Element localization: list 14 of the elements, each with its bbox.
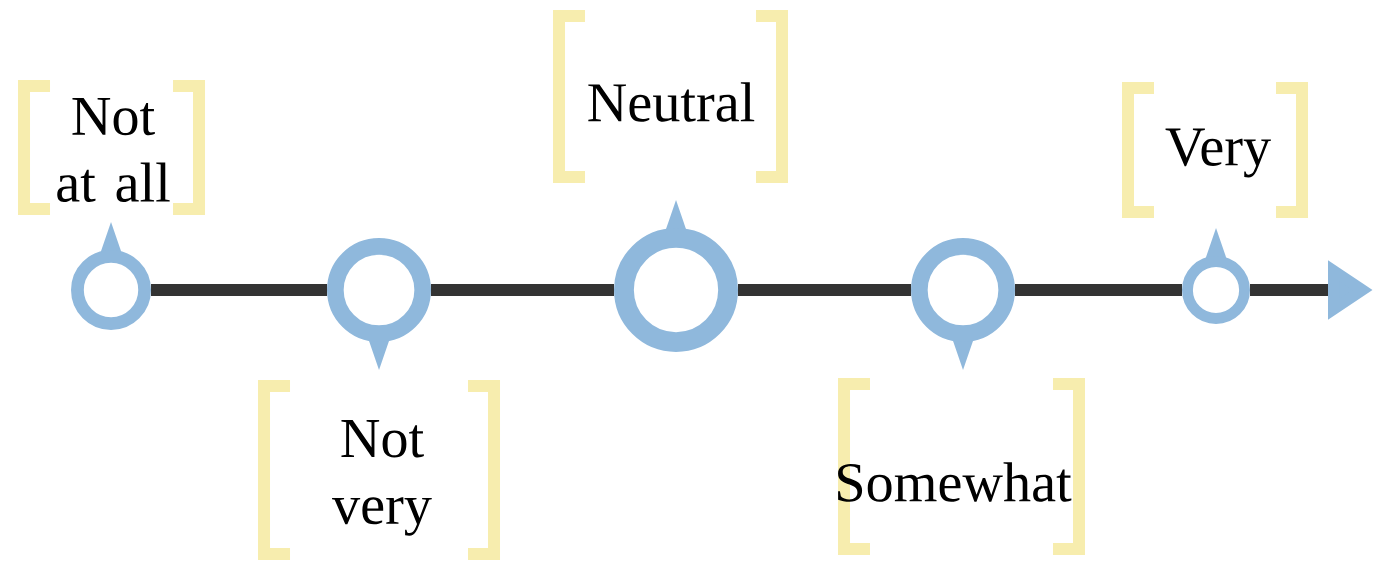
axis-line: [738, 284, 911, 296]
bracketed-label: Neutral: [553, 10, 788, 183]
ring-marker: [614, 200, 738, 352]
bracketed-label: Not at all: [18, 80, 205, 215]
ring-marker: [1182, 228, 1250, 324]
ring-marker: [327, 238, 431, 370]
axis-line: [151, 284, 327, 296]
bracketed-label: Somewhat: [838, 378, 1085, 555]
bracketed-label: Not very: [258, 380, 500, 560]
ring-marker: [911, 238, 1015, 370]
ring-marker: [71, 222, 151, 330]
axis-line: [431, 284, 614, 296]
bracketed-label: Very: [1122, 82, 1308, 218]
axis-line: [1015, 284, 1182, 296]
